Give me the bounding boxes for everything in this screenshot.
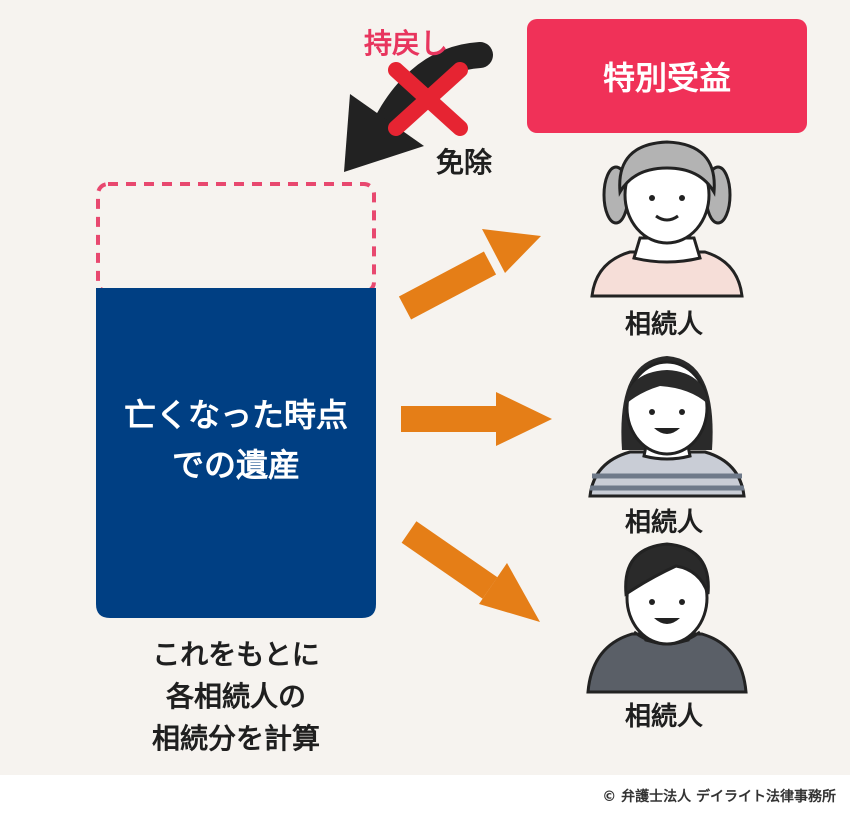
- heir-avatar-3: [588, 544, 746, 692]
- diagram-canvas: 持戻し 免除 特別受益 亡くなった時点 での遺産 これをもとに 各相続人の 相続…: [0, 0, 850, 775]
- estate-dashed-area: [98, 184, 374, 292]
- estate-label-line-2: での遺産: [96, 440, 376, 490]
- heir-avatar-1: [592, 142, 742, 296]
- calculation-note-line-1: これをもとに: [96, 634, 376, 676]
- heir-label-3: 相続人: [594, 696, 734, 733]
- copyright-notice: © 弁護士法人 デイライト法律事務所: [602, 786, 836, 806]
- calculation-note: これをもとに 各相続人の 相続分を計算: [96, 634, 376, 760]
- heir-label-1: 相続人: [594, 304, 734, 341]
- calculation-note-line-2: 各相続人の: [96, 676, 376, 718]
- heir-label-2: 相続人: [594, 502, 734, 539]
- special-benefit-box: 特別受益: [527, 19, 807, 133]
- calculation-note-line-3: 相続分を計算: [96, 718, 376, 760]
- estate-label: 亡くなった時点 での遺産: [96, 390, 376, 490]
- estate-label-line-1: 亡くなった時点: [96, 390, 376, 440]
- return-label: 持戻し: [364, 22, 448, 62]
- arrow-to-heir-3: [409, 532, 540, 622]
- arrow-to-heir-2: [401, 392, 552, 446]
- arrow-to-heir-1: [405, 229, 541, 308]
- exempt-label: 免除: [436, 141, 492, 181]
- special-benefit-label: 特別受益: [603, 53, 731, 99]
- heir-avatar-2: [590, 356, 744, 496]
